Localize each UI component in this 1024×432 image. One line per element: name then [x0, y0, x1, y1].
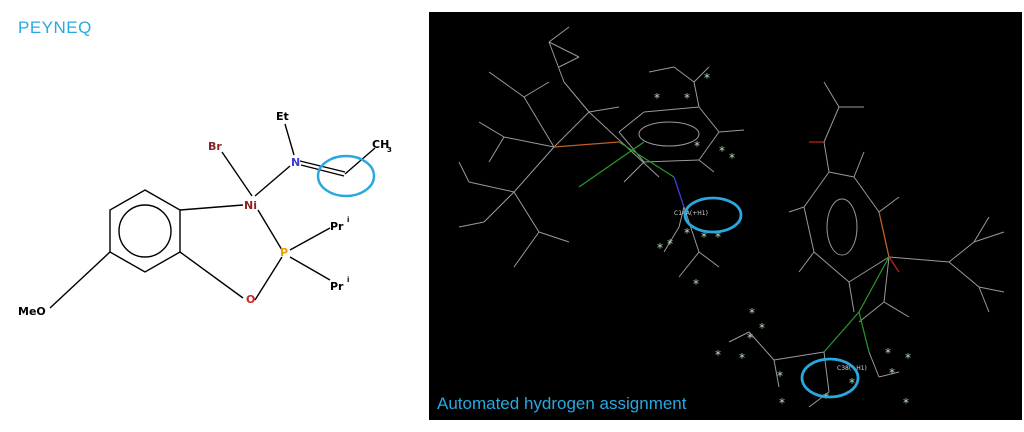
isopropyl-sup-2: i [347, 276, 349, 284]
structure-title: PEYNEQ [18, 18, 92, 37]
3d-structure-panel: *** *** *** *** *** *** *** *** * C14A(+… [429, 12, 1022, 420]
svg-text:*: * [715, 348, 721, 362]
svg-text:*: * [704, 71, 710, 85]
isopropyl-sup-1: i [347, 216, 349, 224]
svg-text:*: * [759, 321, 765, 335]
3d-wireframe-render: *** *** *** *** *** *** *** *** * C14A(+… [458, 26, 1005, 410]
hydrogen-markers: *** *** *** *** *** *** *** *** * [654, 71, 911, 410]
svg-text:*: * [779, 396, 785, 410]
ethyl-label: Et [276, 110, 289, 123]
svg-text:*: * [849, 376, 855, 390]
phosphorus-label: P [280, 246, 288, 259]
panel-caption: Automated hydrogen assignment [437, 394, 687, 413]
highlight-circle-1 [683, 196, 743, 234]
oxygen-label: O [246, 293, 255, 306]
nitrogen-label: N [291, 156, 300, 169]
highlight-circle [316, 154, 376, 198]
svg-text:*: * [777, 369, 783, 383]
benzene-ring [109, 189, 181, 273]
svg-text:*: * [889, 366, 895, 380]
svg-text:*: * [701, 230, 707, 244]
isopropyl-label-2: Pr [330, 280, 344, 293]
isopropyl-label-1: Pr [330, 220, 344, 233]
bromine-label: Br [208, 140, 222, 153]
atom-label-c14a: C14A(+H1) [674, 210, 708, 217]
svg-text:*: * [729, 151, 735, 165]
svg-text:*: * [885, 346, 891, 360]
svg-text:*: * [903, 396, 909, 410]
svg-text:*: * [719, 144, 725, 158]
svg-text:*: * [747, 331, 753, 345]
methyl-subscript: 3 [387, 146, 392, 154]
wireframe-bonds [458, 26, 1005, 408]
nickel-label: Ni [244, 199, 257, 212]
atom-label-c38: C38(+H1) [837, 365, 867, 372]
svg-text:*: * [749, 306, 755, 320]
svg-text:*: * [657, 241, 663, 255]
svg-text:*: * [654, 91, 660, 105]
methyl-label: CH [372, 138, 389, 151]
aromatic-rings [638, 121, 858, 256]
2d-structure-diagram: Br Et N CH 3 Ni P O MeO Pr i Pr i [18, 110, 392, 318]
svg-text:*: * [739, 351, 745, 365]
bonds [49, 123, 376, 309]
methoxy-label: MeO [18, 305, 46, 318]
svg-text:*: * [667, 237, 673, 251]
svg-text:*: * [694, 139, 700, 153]
svg-text:*: * [715, 230, 721, 244]
svg-text:*: * [693, 277, 699, 291]
highlight-circle-2 [800, 357, 860, 399]
svg-text:*: * [905, 351, 911, 365]
svg-text:*: * [684, 226, 690, 240]
svg-text:*: * [684, 91, 690, 105]
colored-bonds [553, 141, 900, 353]
